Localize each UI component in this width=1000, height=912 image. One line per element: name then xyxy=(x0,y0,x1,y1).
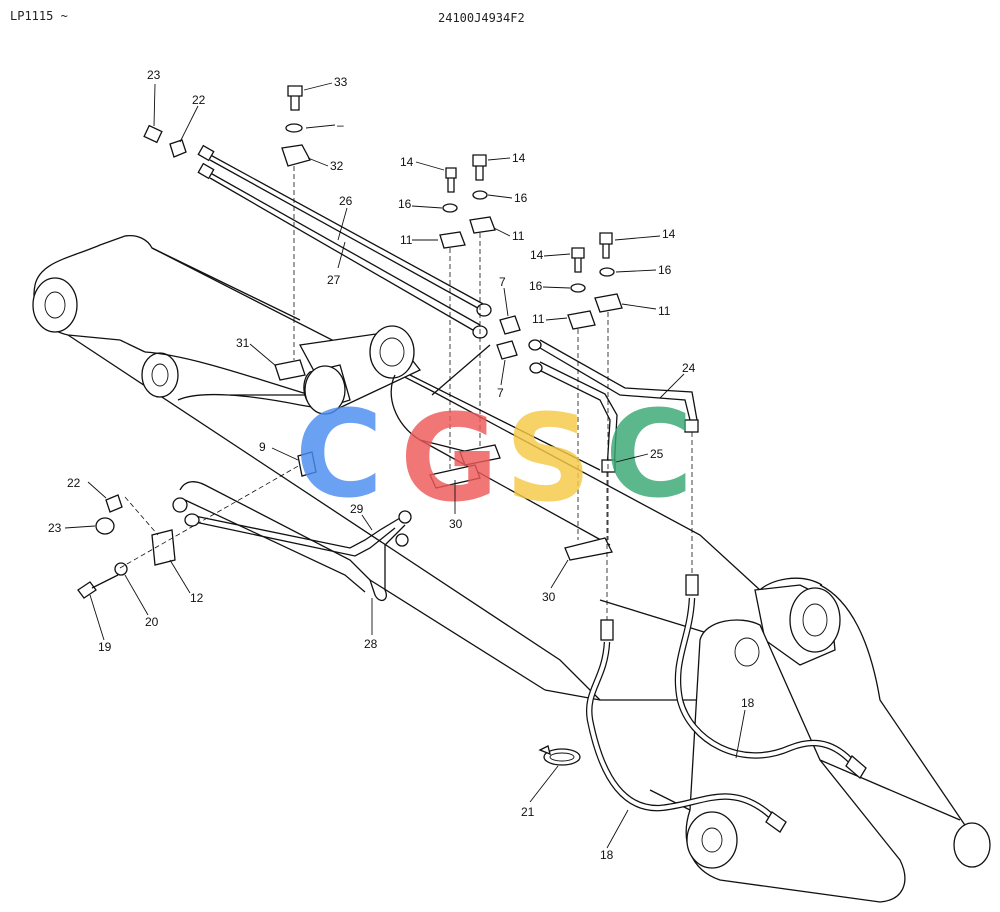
hose-assembly xyxy=(538,432,867,833)
label-18-upper: 18 xyxy=(741,696,755,710)
pipe-25 xyxy=(534,367,611,471)
tee-fitting-7-lower xyxy=(496,340,518,360)
block-9 xyxy=(297,451,317,477)
washer-16-c xyxy=(570,283,586,293)
clamp-11-b xyxy=(469,216,496,234)
label-23-lower: 23 xyxy=(48,521,62,535)
watermark-letter-c2: C xyxy=(605,386,693,525)
label-22-lower: 22 xyxy=(67,476,81,490)
label-30-b: 30 xyxy=(542,590,556,604)
pipe-29 xyxy=(189,514,401,549)
tee-fitting-7-upper xyxy=(499,315,521,335)
bolt-14-a xyxy=(445,167,457,179)
washer-16-d xyxy=(599,267,615,277)
pipe-26 xyxy=(204,151,486,306)
clamp-11-a xyxy=(439,231,466,249)
label-19: 19 xyxy=(98,640,112,654)
label-14-d: 14 xyxy=(662,227,676,241)
label-24: 24 xyxy=(682,361,696,375)
washer-20 xyxy=(114,562,128,576)
leader-lines xyxy=(64,82,746,849)
clamp-11-c xyxy=(567,310,596,330)
watermark-letter-s: S xyxy=(505,390,591,529)
clamp-hardware xyxy=(274,85,623,561)
label-20: 20 xyxy=(145,615,159,629)
label-26: 26 xyxy=(339,194,353,208)
block-30-a xyxy=(429,464,481,489)
watermark-letter-c1: C xyxy=(295,386,383,525)
block-31 xyxy=(274,359,306,381)
label-14-a: 14 xyxy=(400,155,414,169)
label-23-upper: 23 xyxy=(147,68,161,82)
right-pipe-assembly xyxy=(528,339,699,473)
label-32: 32 xyxy=(330,159,344,173)
boom-body xyxy=(32,234,991,903)
clamp-11-d xyxy=(594,293,623,313)
boom-cylinder xyxy=(298,325,611,546)
label-11-d: 11 xyxy=(658,304,671,318)
bracket-12 xyxy=(151,529,176,566)
label-16-a: 16 xyxy=(398,197,412,211)
nut-23-upper xyxy=(143,124,163,144)
label-25: 25 xyxy=(650,447,664,461)
label-12: 12 xyxy=(190,591,204,605)
watermark: C G S C xyxy=(295,386,693,529)
label-30-a: 30 xyxy=(449,517,463,531)
watermark-letter-g: G xyxy=(400,390,499,529)
pipe-28 xyxy=(179,481,406,602)
label-7-upper: 7 xyxy=(499,275,506,289)
hose-clamp-21 xyxy=(543,748,581,766)
label-29: 29 xyxy=(350,502,364,516)
label-14-c: 14 xyxy=(530,248,544,262)
block-30-b xyxy=(564,537,613,561)
connector-22-upper xyxy=(169,139,187,158)
connector-22-lower xyxy=(105,494,123,513)
label-27: 27 xyxy=(327,273,341,287)
label-7-lower: 7 xyxy=(497,386,504,400)
boom-tip-bracket xyxy=(649,584,991,903)
part-number-title: 24100J4934F2 xyxy=(438,11,525,25)
upper-pipe-assembly xyxy=(143,124,521,396)
label-11-a: 11 xyxy=(400,233,413,247)
label-16-b: 16 xyxy=(514,191,528,205)
label-28: 28 xyxy=(364,637,378,651)
boom-foot-pin-boss xyxy=(32,277,78,333)
label-14-b: 14 xyxy=(512,151,526,165)
hose-fitting-left xyxy=(600,619,614,641)
bolt-14-b xyxy=(472,154,487,167)
pipe-24 xyxy=(534,344,691,421)
bolt-19 xyxy=(77,581,97,599)
label-21: 21 xyxy=(521,805,535,819)
nut-23-lower xyxy=(95,517,115,535)
bolt-14-c xyxy=(571,247,585,259)
label-18-lower: 18 xyxy=(600,848,614,862)
label-22-upper: 22 xyxy=(192,93,206,107)
label-11-b: 11 xyxy=(512,229,525,243)
label-11-c: 11 xyxy=(532,312,545,326)
bolt-33 xyxy=(287,85,303,97)
washer-top xyxy=(285,123,303,133)
label-16-c: 16 xyxy=(529,279,543,293)
label-washer: – xyxy=(337,118,344,132)
lower-pipe-assembly xyxy=(77,464,412,602)
label-31: 31 xyxy=(236,336,250,350)
washer-16-a xyxy=(442,203,458,213)
label-9: 9 xyxy=(259,440,266,454)
label-33: 33 xyxy=(334,75,348,89)
pipe-27 xyxy=(204,169,481,326)
label-16-d: 16 xyxy=(658,263,672,277)
hose-fitting-right xyxy=(685,574,699,596)
model-range-label: LP1115 ~ xyxy=(10,9,68,23)
clamp-32 xyxy=(281,144,311,167)
part-labels: 33 – 32 23 22 26 27 14 14 16 16 11 11 14… xyxy=(48,68,755,862)
washer-16-b xyxy=(472,190,488,200)
bolt-14-d xyxy=(599,232,613,245)
